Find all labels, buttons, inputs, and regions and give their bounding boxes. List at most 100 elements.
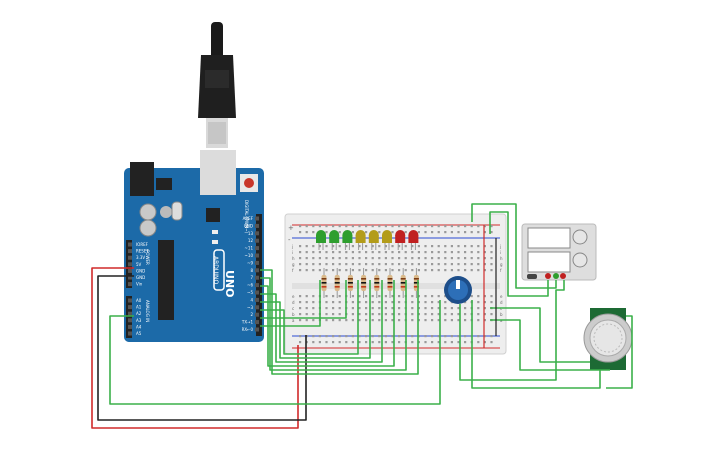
breadboard-hole[interactable]	[305, 301, 308, 304]
breadboard-hole[interactable]	[437, 295, 440, 298]
breadboard-hole[interactable]	[384, 263, 387, 266]
breadboard-hole[interactable]	[490, 301, 493, 304]
wire-a0[interactable]	[109, 300, 441, 405]
breadboard-hole[interactable]	[378, 335, 381, 338]
breadboard-hole[interactable]	[424, 263, 427, 266]
breadboard-hole[interactable]	[318, 257, 321, 260]
breadboard-hole[interactable]	[457, 245, 460, 248]
wire-d13[interactable]	[260, 269, 419, 375]
breadboard-hole[interactable]	[437, 257, 440, 260]
breadboard-hole[interactable]	[378, 307, 381, 310]
breadboard-hole[interactable]	[431, 269, 434, 272]
breadboard-hole[interactable]	[450, 225, 453, 228]
breadboard-hole[interactable]	[450, 257, 453, 260]
breadboard-hole[interactable]	[411, 251, 414, 254]
breadboard-hole[interactable]	[437, 301, 440, 304]
breadboard-hole[interactable]	[483, 307, 486, 310]
breadboard-hole[interactable]	[398, 301, 401, 304]
breadboard-hole[interactable]	[444, 341, 447, 344]
breadboard-hole[interactable]	[417, 269, 420, 272]
breadboard-hole[interactable]	[417, 313, 420, 316]
breadboard-hole[interactable]	[384, 319, 387, 322]
led[interactable]	[408, 230, 419, 250]
breadboard-hole[interactable]	[457, 251, 460, 254]
breadboard-hole[interactable]	[437, 341, 440, 344]
breadboard-hole[interactable]	[444, 257, 447, 260]
breadboard-hole[interactable]	[365, 269, 368, 272]
breadboard-hole[interactable]	[483, 245, 486, 248]
breadboard-hole[interactable]	[358, 225, 361, 228]
header-pin[interactable]	[255, 246, 259, 251]
breadboard-hole[interactable]	[424, 245, 427, 248]
breadboard-hole[interactable]	[325, 269, 328, 272]
breadboard-hole[interactable]	[378, 319, 381, 322]
header-pin[interactable]	[255, 297, 259, 302]
arduino-uno-board[interactable]: UNO ARDUINO DIGITAL (PWM~) POWER ANALOG …	[124, 150, 264, 342]
breadboard-hole[interactable]	[411, 301, 414, 304]
breadboard-hole[interactable]	[431, 313, 434, 316]
breadboard-hole[interactable]	[371, 225, 374, 228]
breadboard-hole[interactable]	[318, 335, 321, 338]
breadboard-hole[interactable]	[431, 225, 434, 228]
breadboard-hole[interactable]	[457, 319, 460, 322]
led[interactable]	[342, 230, 353, 250]
breadboard-hole[interactable]	[358, 335, 361, 338]
breadboard-hole[interactable]	[325, 225, 328, 228]
breadboard-hole[interactable]	[378, 269, 381, 272]
breadboard-hole[interactable]	[417, 263, 420, 266]
breadboard-hole[interactable]	[345, 225, 348, 228]
breadboard-hole[interactable]	[338, 269, 341, 272]
breadboard-hole[interactable]	[384, 307, 387, 310]
resistor[interactable]	[347, 268, 353, 298]
breadboard-hole[interactable]	[378, 341, 381, 344]
breadboard-hole[interactable]	[470, 231, 473, 234]
breadboard-hole[interactable]	[325, 263, 328, 266]
breadboard-hole[interactable]	[450, 307, 453, 310]
breadboard-hole[interactable]	[464, 313, 467, 316]
breadboard-hole[interactable]	[391, 313, 394, 316]
breadboard-hole[interactable]	[305, 295, 308, 298]
breadboard-hole[interactable]	[371, 301, 374, 304]
breadboard-hole[interactable]	[391, 231, 394, 234]
breadboard-hole[interactable]	[365, 301, 368, 304]
breadboard-hole[interactable]	[318, 263, 321, 266]
breadboard-hole[interactable]	[437, 313, 440, 316]
breadboard-hole[interactable]	[378, 245, 381, 248]
breadboard-hole[interactable]	[424, 231, 427, 234]
breadboard-hole[interactable]	[437, 335, 440, 338]
breadboard-hole[interactable]	[305, 269, 308, 272]
breadboard-hole[interactable]	[477, 313, 480, 316]
breadboard-hole[interactable]	[371, 313, 374, 316]
breadboard-hole[interactable]	[325, 335, 328, 338]
breadboard-hole[interactable]	[365, 307, 368, 310]
breadboard-hole[interactable]	[391, 295, 394, 298]
header-pin[interactable]	[128, 255, 132, 260]
breadboard-hole[interactable]	[378, 225, 381, 228]
breadboard-hole[interactable]	[358, 341, 361, 344]
breadboard-hole[interactable]	[450, 335, 453, 338]
breadboard-hole[interactable]	[332, 245, 335, 248]
breadboard-hole[interactable]	[450, 251, 453, 254]
breadboard-hole[interactable]	[431, 307, 434, 310]
breadboard-hole[interactable]	[312, 301, 315, 304]
breadboard-hole[interactable]	[477, 251, 480, 254]
breadboard-hole[interactable]	[332, 335, 335, 338]
breadboard-hole[interactable]	[431, 231, 434, 234]
breadboard-hole[interactable]	[431, 319, 434, 322]
breadboard-hole[interactable]	[424, 257, 427, 260]
breadboard-hole[interactable]	[338, 319, 341, 322]
breadboard-hole[interactable]	[351, 245, 354, 248]
breadboard-hole[interactable]	[470, 225, 473, 228]
breadboard-hole[interactable]	[483, 257, 486, 260]
breadboard-hole[interactable]	[378, 257, 381, 260]
breadboard-hole[interactable]	[398, 225, 401, 228]
breadboard-hole[interactable]	[398, 319, 401, 322]
breadboard-hole[interactable]	[444, 263, 447, 266]
breadboard-hole[interactable]	[464, 301, 467, 304]
breadboard-hole[interactable]	[411, 245, 414, 248]
breadboard-hole[interactable]	[325, 257, 328, 260]
potentiometer[interactable]	[444, 276, 472, 304]
wire-5v[interactable]	[91, 267, 299, 429]
breadboard-hole[interactable]	[477, 231, 480, 234]
breadboard-hole[interactable]	[365, 245, 368, 248]
